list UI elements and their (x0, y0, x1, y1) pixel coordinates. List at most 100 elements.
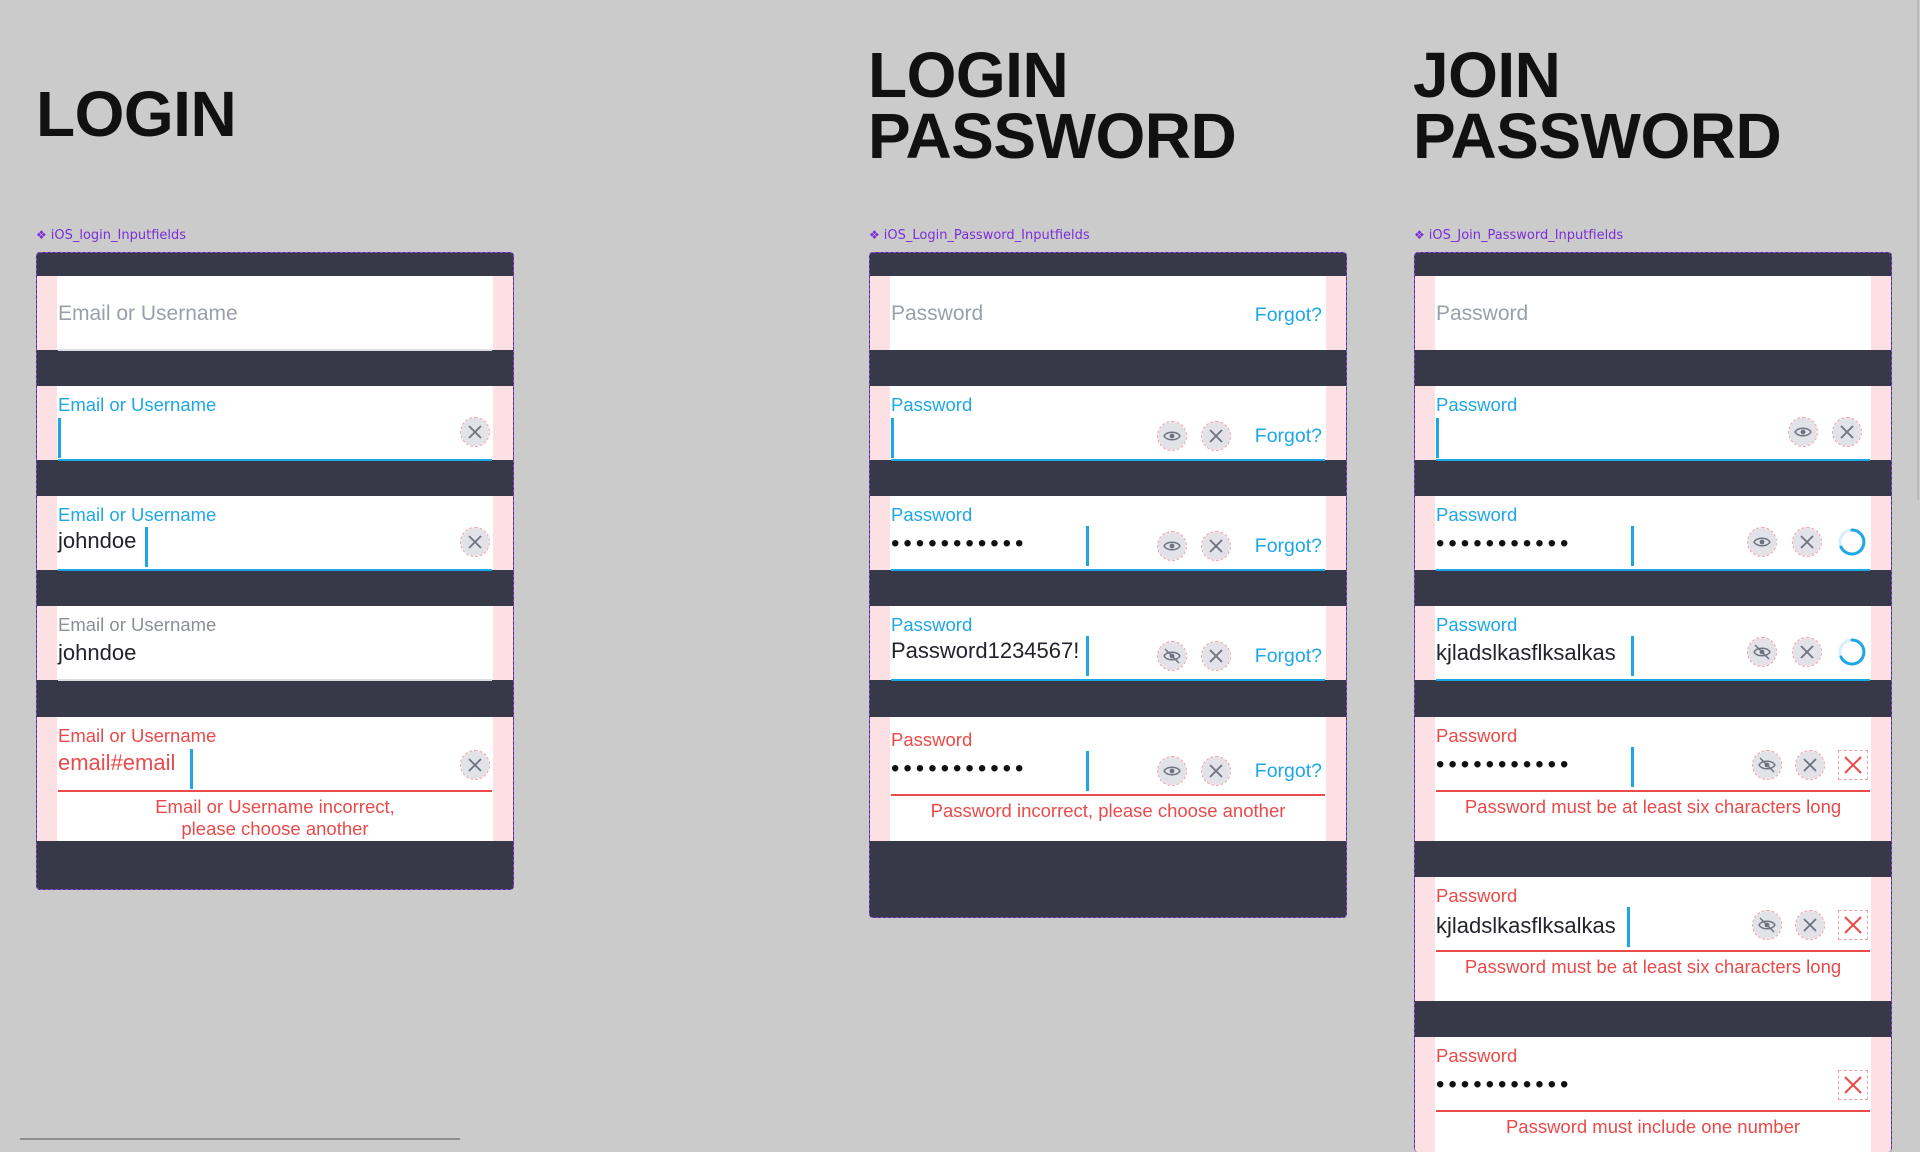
eye-icon[interactable] (1157, 531, 1187, 561)
clear-icon[interactable] (1201, 641, 1231, 671)
field-underline (891, 794, 1325, 796)
text-caret (145, 527, 148, 567)
canvas-scrollbar[interactable] (20, 1138, 460, 1140)
join-field-focused-empty[interactable]: Password (1415, 386, 1891, 461)
eye-icon[interactable] (1747, 527, 1777, 557)
join-field-validating[interactable]: Password ••••••••••• (1415, 496, 1891, 571)
password-field-visible[interactable]: Password Password1234567! Forgot? (870, 606, 1346, 681)
field-value: kjladslkasflksalkas (1436, 913, 1616, 938)
password-field-error[interactable]: Password ••••••••••• Forgot? Password in… (870, 717, 1346, 841)
forgot-link[interactable]: Forgot? (1254, 425, 1322, 447)
padding-guide (870, 276, 890, 350)
join-field-default[interactable]: Password (1415, 276, 1891, 350)
error-message: Password incorrect, please choose anothe… (930, 800, 1286, 821)
padding-guide (37, 606, 57, 680)
forgot-link[interactable]: Forgot? (1254, 760, 1322, 782)
clear-icon[interactable] (460, 417, 490, 447)
text-caret (1086, 751, 1089, 791)
padding-guide (1871, 606, 1891, 680)
error-x-icon (1838, 910, 1868, 940)
login-field-default[interactable]: Email or Username (37, 276, 513, 351)
field-label: Email or Username (58, 394, 217, 415)
padding-guide (37, 386, 57, 460)
component-icon: ❖ (1414, 228, 1425, 242)
password-field-default[interactable]: Password Forgot? (870, 276, 1346, 350)
field-value: kjladslkasflksalkas (1436, 640, 1616, 665)
padding-guide (870, 717, 890, 841)
error-message: Password must include one number (1505, 1116, 1801, 1137)
heading-login: LOGIN (36, 78, 237, 150)
padding-guide (493, 276, 513, 350)
clear-icon[interactable] (1201, 756, 1231, 786)
padding-guide (1871, 276, 1891, 350)
padding-guide (1326, 496, 1346, 570)
login-field-focused-empty[interactable]: Email or Username (37, 386, 513, 461)
padding-guide (1326, 606, 1346, 680)
clear-icon[interactable] (1792, 527, 1822, 557)
padding-guide (1871, 496, 1891, 570)
password-dots: ••••••••••• (1436, 1071, 1573, 1098)
field-value: Password1234567! (891, 638, 1080, 663)
clear-icon[interactable] (460, 527, 490, 557)
text-caret (1436, 418, 1439, 458)
error-x-icon (1838, 750, 1868, 780)
forgot-link[interactable]: Forgot? (1254, 645, 1322, 667)
canvas-scrollbar-vertical[interactable] (1917, 0, 1919, 500)
error-message: Password must be at least six characters… (1464, 956, 1842, 977)
eye-icon[interactable] (1788, 417, 1818, 447)
field-underline (1436, 1110, 1870, 1112)
field-label: Password (1436, 1045, 1518, 1066)
field-underline (58, 679, 492, 681)
forgot-link[interactable]: Forgot? (1254, 304, 1322, 326)
field-label: Password (891, 394, 973, 415)
join-field-error-number[interactable]: Password ••••••••••• Password must inclu… (1415, 1037, 1891, 1152)
clear-icon[interactable] (1201, 421, 1231, 451)
login-password-inputfields-frame: Password Forgot? Password Forgot? Passwo… (869, 252, 1347, 918)
component-label-login[interactable]: ❖iOS_login_Inputfields (36, 228, 187, 243)
field-label: Email or Username (58, 614, 217, 635)
component-label-login-password[interactable]: ❖iOS_Login_Password_Inputfields (869, 228, 1090, 243)
clear-icon[interactable] (1795, 910, 1825, 940)
clear-icon[interactable] (460, 750, 490, 780)
password-dots: ••••••••••• (1436, 530, 1573, 557)
login-field-focused-filled[interactable]: Email or Username johndoe (37, 496, 513, 571)
text-caret (1631, 747, 1634, 787)
eye-icon[interactable] (1157, 756, 1187, 786)
password-field-focused-empty[interactable]: Password Forgot? (870, 386, 1346, 461)
login-field-filled[interactable]: Email or Username johndoe (37, 606, 513, 681)
forgot-link[interactable]: Forgot? (1254, 535, 1322, 557)
padding-guide (1415, 877, 1435, 1001)
login-field-error[interactable]: Email or Username email#email Email or U… (37, 717, 513, 841)
field-underline (891, 569, 1325, 571)
clear-icon[interactable] (1832, 417, 1862, 447)
error-message: Password must be at least six characters… (1464, 796, 1842, 817)
email-placeholder: Email or Username (58, 302, 238, 325)
eye-slash-icon[interactable] (1747, 637, 1777, 667)
component-label-join-password[interactable]: ❖iOS_Join_Password_Inputfields (1414, 228, 1624, 243)
eye-slash-icon[interactable] (1752, 750, 1782, 780)
spinner-icon (1838, 528, 1866, 556)
padding-guide (1326, 276, 1346, 350)
clear-icon[interactable] (1792, 637, 1822, 667)
padding-guide (870, 606, 890, 680)
clear-icon[interactable] (1795, 750, 1825, 780)
eye-slash-icon[interactable] (1752, 910, 1782, 940)
padding-guide (1871, 1037, 1891, 1152)
padding-guide (37, 276, 57, 350)
eye-slash-icon[interactable] (1157, 641, 1187, 671)
join-field-error-length-visible[interactable]: Password kjladslkasflksalkas Password mu… (1415, 877, 1891, 1001)
field-underline (891, 459, 1325, 461)
padding-guide (1415, 717, 1435, 841)
padding-guide (37, 496, 57, 570)
text-caret (1631, 526, 1634, 566)
join-field-error-length[interactable]: Password ••••••••••• Password must be at… (1415, 717, 1891, 841)
password-dots: ••••••••••• (891, 755, 1028, 782)
padding-guide (870, 496, 890, 570)
padding-guide (493, 717, 513, 841)
field-underline (1436, 950, 1870, 952)
heading-login-password: LOGIN PASSWORD (868, 39, 1237, 172)
clear-icon[interactable] (1201, 531, 1231, 561)
password-field-focused-filled[interactable]: Password ••••••••••• Forgot? (870, 496, 1346, 571)
join-field-visible-validating[interactable]: Password kjladslkasflksalkas (1415, 606, 1891, 681)
eye-icon[interactable] (1157, 421, 1187, 451)
